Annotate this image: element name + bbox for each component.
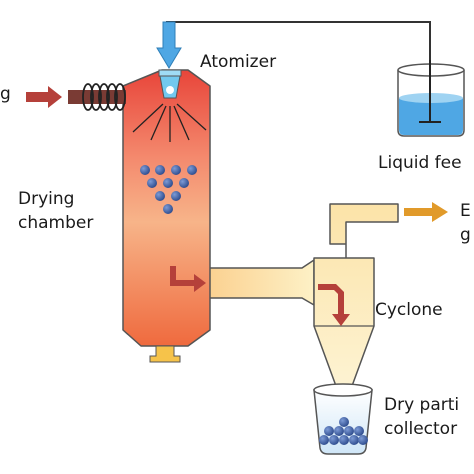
cyclone-label: Cyclone	[375, 300, 443, 320]
cyclone	[313, 203, 399, 387]
droplets	[140, 165, 197, 214]
atomizer-nozzle-icon	[158, 69, 182, 99]
cyclone-flow-arrow	[318, 284, 350, 326]
spray-lines	[132, 103, 207, 142]
collector-jar-icon	[313, 383, 373, 455]
hot-gas-label: g	[0, 84, 11, 104]
collector-label-line2: collector	[384, 419, 457, 439]
feed-inlet-arrow	[156, 21, 182, 69]
exhaust-arrow	[404, 202, 448, 222]
transfer-duct	[204, 258, 315, 307]
drying-chamber-label-line2: chamber	[18, 213, 93, 233]
exhaust-label-line1: E	[460, 201, 471, 221]
stirrer-icon	[419, 60, 441, 123]
exhaust-label-line2: g	[460, 225, 471, 245]
atomizer-label: Atomizer	[200, 52, 276, 72]
heating-coil-icon	[82, 83, 126, 111]
chamber-flow-arrow	[170, 266, 206, 292]
chamber-outlet	[149, 345, 181, 363]
hot-gas-inlet-arrow	[26, 86, 62, 108]
collector-label-line1: Dry parti	[384, 395, 459, 415]
liquid-feed-label: Liquid fee	[378, 153, 462, 173]
drying-chamber-label-line1: Drying	[18, 189, 74, 209]
